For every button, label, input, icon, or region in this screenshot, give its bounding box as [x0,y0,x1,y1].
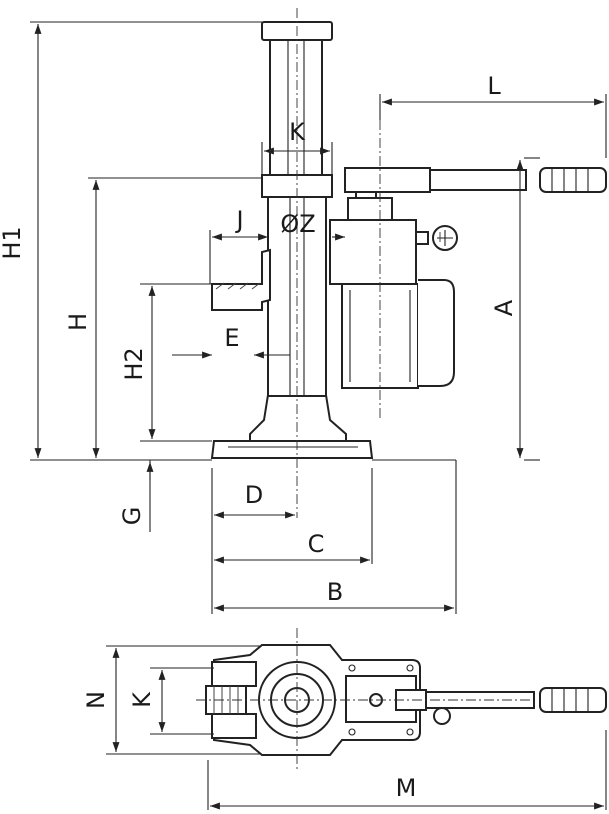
label-b: B [327,578,343,606]
dimension-labels: H1 K L J ØZ H A E H2 G D C B N K M [0,72,518,802]
side-view-dimensions [30,21,607,614]
label-k-side: K [289,118,306,146]
label-h1: H1 [0,226,26,259]
label-d: D [245,481,263,509]
label-e: E [224,324,239,352]
ram [269,39,323,176]
label-n: N [82,691,110,709]
pump-head [329,219,417,285]
label-l: L [487,72,501,100]
toe-fork-top [211,661,257,687]
toe-bracket [211,248,271,311]
top-view-dimensions [106,645,607,810]
toe-fork-bottom [211,713,257,739]
label-oz: ØZ [280,210,315,238]
label-h2: H2 [120,347,148,380]
lever-socket [344,167,431,193]
carry-handle [418,279,455,387]
label-k-top: K [128,691,156,708]
release-valve [415,231,429,245]
base-plate [210,440,374,459]
lever-bar [429,169,527,191]
top-release-knob [433,707,451,725]
label-h: H [64,313,92,331]
pump-piston-housing [347,197,393,221]
label-a: A [490,299,518,316]
top-view [196,628,607,772]
lower-housing [249,394,347,442]
side-view [210,8,607,518]
label-m: M [396,774,417,802]
label-g: G [118,507,146,526]
label-j: J [234,206,243,234]
label-c: C [308,530,325,558]
lever-grip [539,167,607,193]
top-lever-grip [539,687,607,713]
